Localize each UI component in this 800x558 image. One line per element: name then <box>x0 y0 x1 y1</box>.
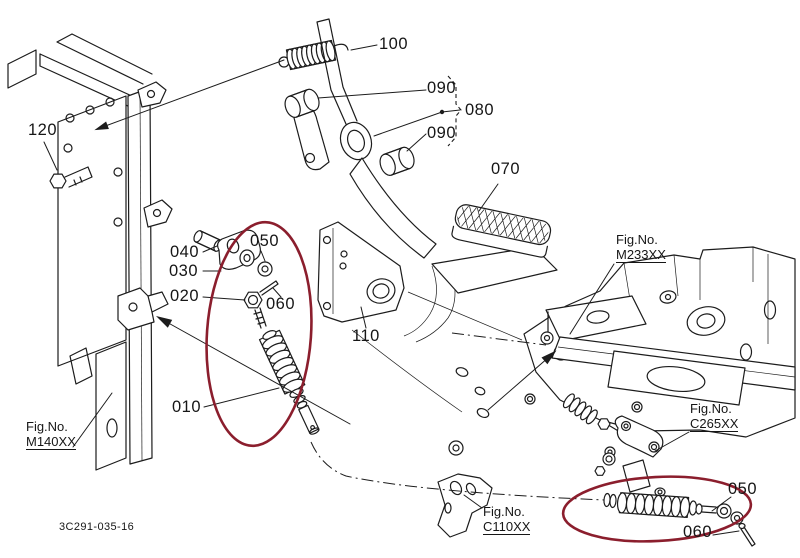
cable-end-eye <box>716 503 732 519</box>
arrow-icon <box>156 316 173 328</box>
fig-ref-c265xx: Fig.No. C265XX <box>690 401 739 432</box>
part-label-060-upper: 060 <box>266 295 296 313</box>
washer-050-upper <box>257 261 273 277</box>
cable-route-line <box>310 441 605 501</box>
fig-ref-prefix: Fig.No. <box>690 401 732 416</box>
fig-ref-code: C110XX <box>483 519 531 535</box>
part-label-020: 020 <box>170 287 200 305</box>
step-plate <box>607 350 746 406</box>
fig-ref-code: M140XX <box>26 434 76 450</box>
bolt-120 <box>49 166 93 189</box>
pin-060-upper <box>259 280 279 296</box>
part-label-090-upper: 090 <box>427 79 457 97</box>
part-label-070: 070 <box>491 160 521 178</box>
arrow-icon <box>541 350 557 365</box>
pin-060-lower <box>738 522 756 547</box>
hidden-cable-line <box>451 332 547 346</box>
lower-cable-assembly <box>594 459 756 547</box>
highlight-ellipse-lower-cable <box>561 475 753 543</box>
return-spring <box>278 39 349 71</box>
fig-ref-c110xx: Fig.No. C110XX <box>483 504 531 535</box>
fig-ref-m140xx: Fig.No. M140XX <box>26 419 76 450</box>
part-label-110: 110 <box>352 327 380 345</box>
fig-ref-m233xx: Fig.No. M233XX <box>616 232 666 263</box>
pedal-bracket <box>317 221 405 323</box>
step-bracket-bar <box>551 336 796 406</box>
fig-ref-prefix: Fig.No. <box>26 419 68 434</box>
part-label-060-lower: 060 <box>683 523 713 541</box>
part-label-050-upper: 050 <box>250 232 280 250</box>
part-label-120: 120 <box>28 121 58 139</box>
part-label-050-lower: 050 <box>728 480 758 498</box>
pedal-arm <box>291 18 456 343</box>
fig-ref-code: C265XX <box>690 416 739 432</box>
bracket-attach-arrow <box>476 350 557 419</box>
leader-lines <box>43 44 740 536</box>
floor-edge-line <box>407 291 523 341</box>
pedal-support-plate <box>431 246 558 294</box>
pivot-bushing-rear <box>379 146 415 176</box>
left-frame-panel <box>7 33 173 471</box>
nut-020 <box>243 291 263 309</box>
part-label-040: 040 <box>170 243 200 261</box>
cable-guide-bracket <box>437 473 493 538</box>
drawing-number: 3C291-035-16 <box>59 521 135 533</box>
upper-cable-assembly <box>193 229 320 435</box>
fig-ref-code: M233XX <box>616 247 666 263</box>
part-label-090-lower: 090 <box>427 124 457 142</box>
part-label-080: 080 <box>465 101 495 119</box>
linkage-lever <box>562 393 664 466</box>
pedal-pivot-boss <box>339 121 373 161</box>
spring-anchor-line <box>94 59 285 131</box>
cable-hook-bracket <box>117 287 169 331</box>
pivot-bushing-front <box>284 88 320 118</box>
part-label-030: 030 <box>169 262 199 280</box>
part-label-100: 100 <box>379 35 409 53</box>
fig-ref-prefix: Fig.No. <box>616 232 658 247</box>
fig-ref-prefix: Fig.No. <box>483 504 525 519</box>
anchor-arrow-icon <box>94 121 109 131</box>
frame-attach-arrow <box>156 316 351 425</box>
cable-boot-010 <box>258 329 320 435</box>
pedal-pad <box>451 204 552 258</box>
part-label-010: 010 <box>172 398 202 416</box>
highlight-ellipse-upper-cable <box>205 220 313 448</box>
